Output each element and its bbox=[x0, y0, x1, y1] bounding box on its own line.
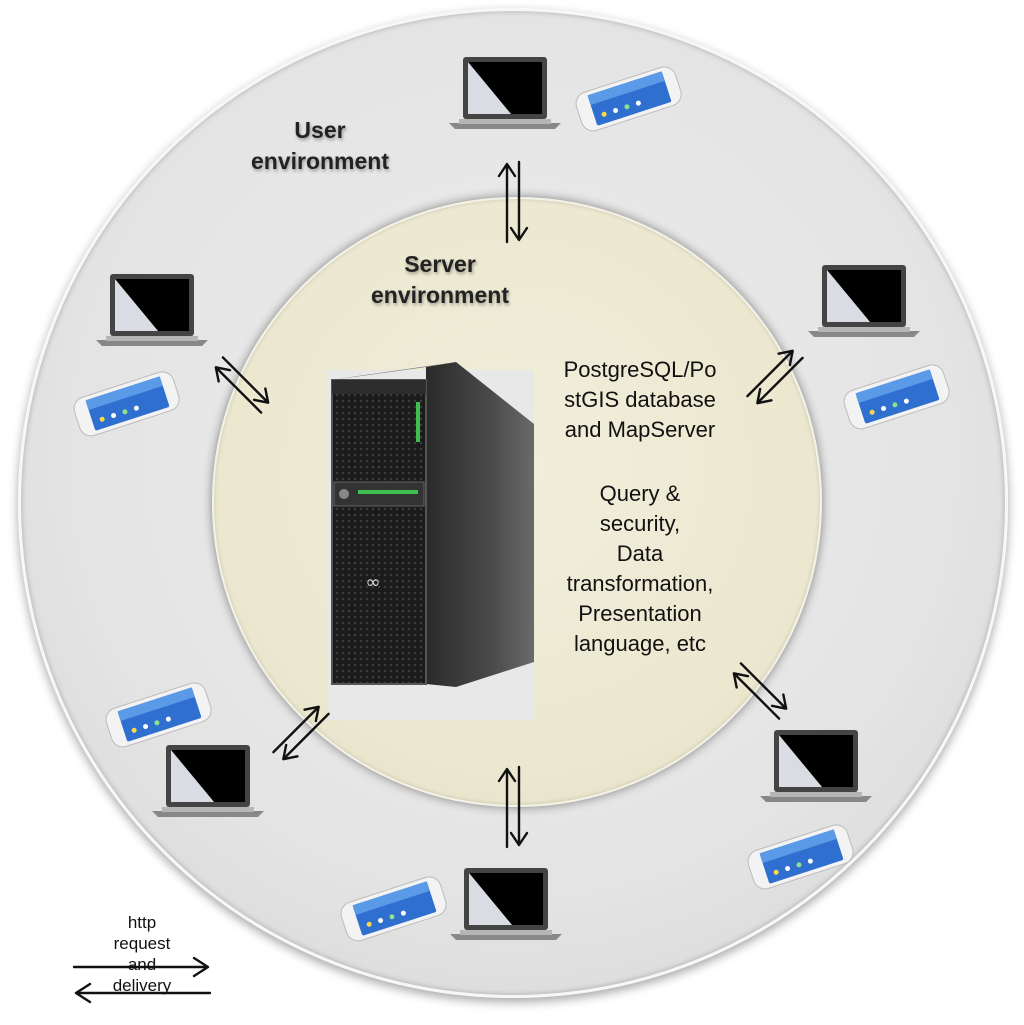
bidirectional-arrow-icon bbox=[732, 662, 788, 720]
functions-line-2: security, bbox=[599, 511, 681, 536]
server-environment-label-line-2: environment bbox=[370, 282, 510, 308]
svg-text:∞: ∞ bbox=[366, 572, 381, 593]
laptop-icon bbox=[760, 730, 872, 802]
laptop-icon bbox=[96, 274, 208, 346]
legend-line-4: delivery bbox=[112, 976, 172, 995]
database-description: PostgreSQL/Po stGIS database and MapServ… bbox=[535, 355, 745, 445]
bidirectional-arrow-icon bbox=[497, 765, 529, 849]
database-line-3: and MapServer bbox=[564, 417, 716, 442]
server-environment-label-line-1: Server bbox=[404, 251, 476, 277]
functions-description: Query & security, Data transformation, P… bbox=[540, 479, 740, 659]
smartphone-icon bbox=[105, 682, 212, 748]
database-line-1: PostgreSQL/Po bbox=[563, 357, 717, 382]
smartphone-icon bbox=[575, 66, 682, 132]
smartphone-icon bbox=[843, 364, 950, 430]
functions-line-3: Data bbox=[616, 541, 664, 566]
bidirectional-arrow-icon bbox=[214, 356, 270, 414]
bidirectional-arrow-icon bbox=[497, 160, 529, 244]
server-tower-icon: ∞ bbox=[328, 362, 534, 720]
laptop-icon bbox=[449, 57, 561, 129]
laptop-icon bbox=[152, 745, 264, 817]
bidirectional-arrow-icon bbox=[272, 705, 330, 761]
laptop-icon bbox=[450, 868, 562, 940]
legend-line-1: http bbox=[127, 913, 157, 932]
functions-line-1: Query & bbox=[599, 481, 681, 506]
legend-line-2: request bbox=[113, 934, 171, 953]
user-environment-label: User environment bbox=[230, 115, 410, 177]
legend-label: http request and delivery bbox=[92, 912, 192, 996]
user-environment-label-line-1: User bbox=[294, 117, 346, 143]
functions-line-5: Presentation bbox=[578, 601, 702, 626]
smartphone-icon bbox=[340, 876, 447, 942]
legend-line-3: and bbox=[127, 955, 157, 974]
laptop-icon bbox=[808, 265, 920, 337]
smartphone-icon bbox=[747, 824, 854, 890]
user-environment-label-line-2: environment bbox=[250, 148, 390, 174]
functions-line-6: language, etc bbox=[573, 631, 707, 656]
legend-arrow-icon bbox=[72, 956, 212, 1004]
database-line-2: stGIS database bbox=[564, 387, 716, 412]
functions-line-4: transformation, bbox=[566, 571, 714, 596]
bidirectional-arrow-icon bbox=[746, 349, 804, 405]
server-environment-label: Server environment bbox=[340, 249, 540, 311]
smartphone-icon bbox=[73, 371, 180, 437]
